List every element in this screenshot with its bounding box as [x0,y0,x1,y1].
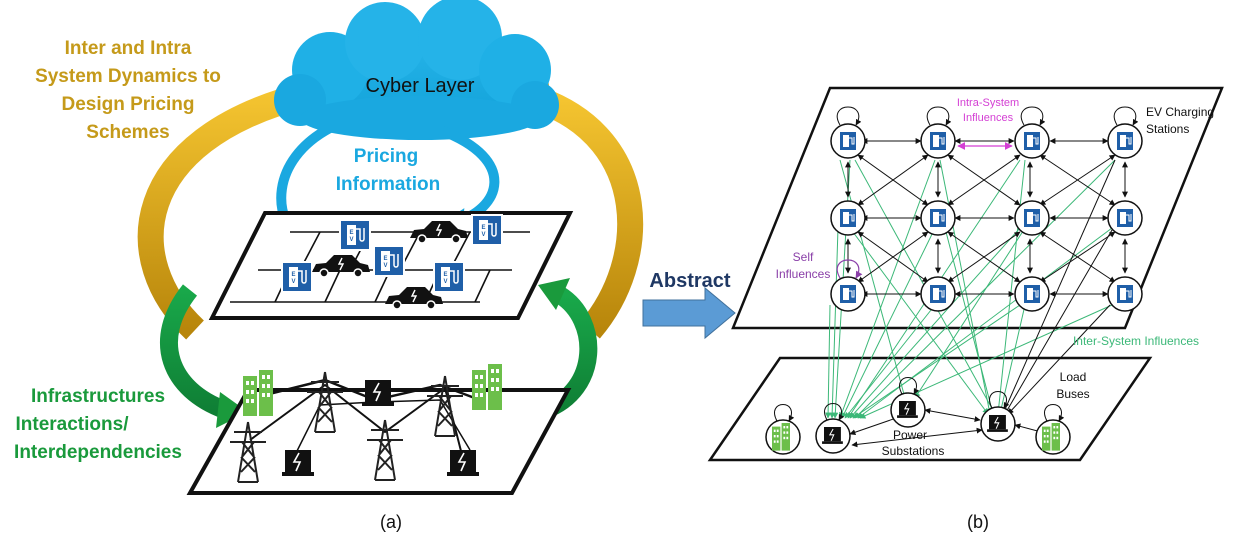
dynamics-title-line2: System Dynamics to [35,66,221,87]
load-buses-label: Load Buses [1056,370,1089,401]
infra-label: Infrastructures Interactions/ Interdepen… [14,386,182,463]
power-grid-layer [186,364,572,495]
grid-graph-nodes [765,377,1071,455]
ev-station-icon [433,261,465,293]
pricing-info-line1: Pricing [354,146,418,167]
grid-graph-edges [849,408,1046,448]
load-line2: Buses [1056,387,1089,401]
cloud-shape [274,0,559,140]
ev-stations-line1: EV Charging [1146,105,1214,119]
dynamics-title-line4: Schemes [86,122,169,143]
ev-station-icon [373,245,405,277]
power-line1: Power [893,428,927,442]
load-line1: Load [1060,370,1087,384]
power-line2: Substations [882,444,945,458]
self-line2: Influences [776,267,831,281]
caption-a: (a) [380,512,402,532]
dynamics-title: Inter and Intra System Dynamics to Desig… [35,38,221,143]
ev-station-icon [339,219,371,251]
ev-graph-layer [731,86,1224,330]
power-substations-label: Power Substations [882,428,945,458]
self-influences-label: Self Influences [776,250,831,281]
ev-parking-layer [208,211,574,320]
substation-icon [281,449,315,477]
pricing-info-line2: Information [336,174,441,195]
ev-graph-nodes [830,106,1143,312]
intra-system-label: Intra-System Influences [957,97,1019,124]
intra-line1: Intra-System [957,97,1019,109]
abstract-arrow [642,286,736,340]
dynamics-title-line1: Inter and Intra [65,38,192,59]
ev-graph-edges [845,138,1128,415]
ev-station-icon [471,214,503,246]
inter-system-label: Inter-System Influences [1073,334,1199,348]
infra-label-line3: Interdependencies [14,442,182,463]
caption-b: (b) [967,512,989,532]
infra-label-line2: Interactions/ [16,414,130,435]
dynamics-title-line3: Design Pricing [61,94,194,115]
intra-line2: Influences [963,112,1014,124]
ev-station-icon [281,261,313,293]
infra-label-line1: Infrastructures [31,386,165,407]
ev-stations-line2: Stations [1146,122,1189,136]
substation-icon [446,449,480,477]
abstract-label: Abstract [649,270,730,292]
grid-graph-layer [707,356,1153,462]
green-arrow-left [159,284,248,428]
self-line1: Self [793,250,814,264]
ev-stations-label: EV Charging Stations [1146,105,1214,136]
substation-icon [361,379,395,407]
cyber-layer-label: Cyber Layer [366,75,475,97]
